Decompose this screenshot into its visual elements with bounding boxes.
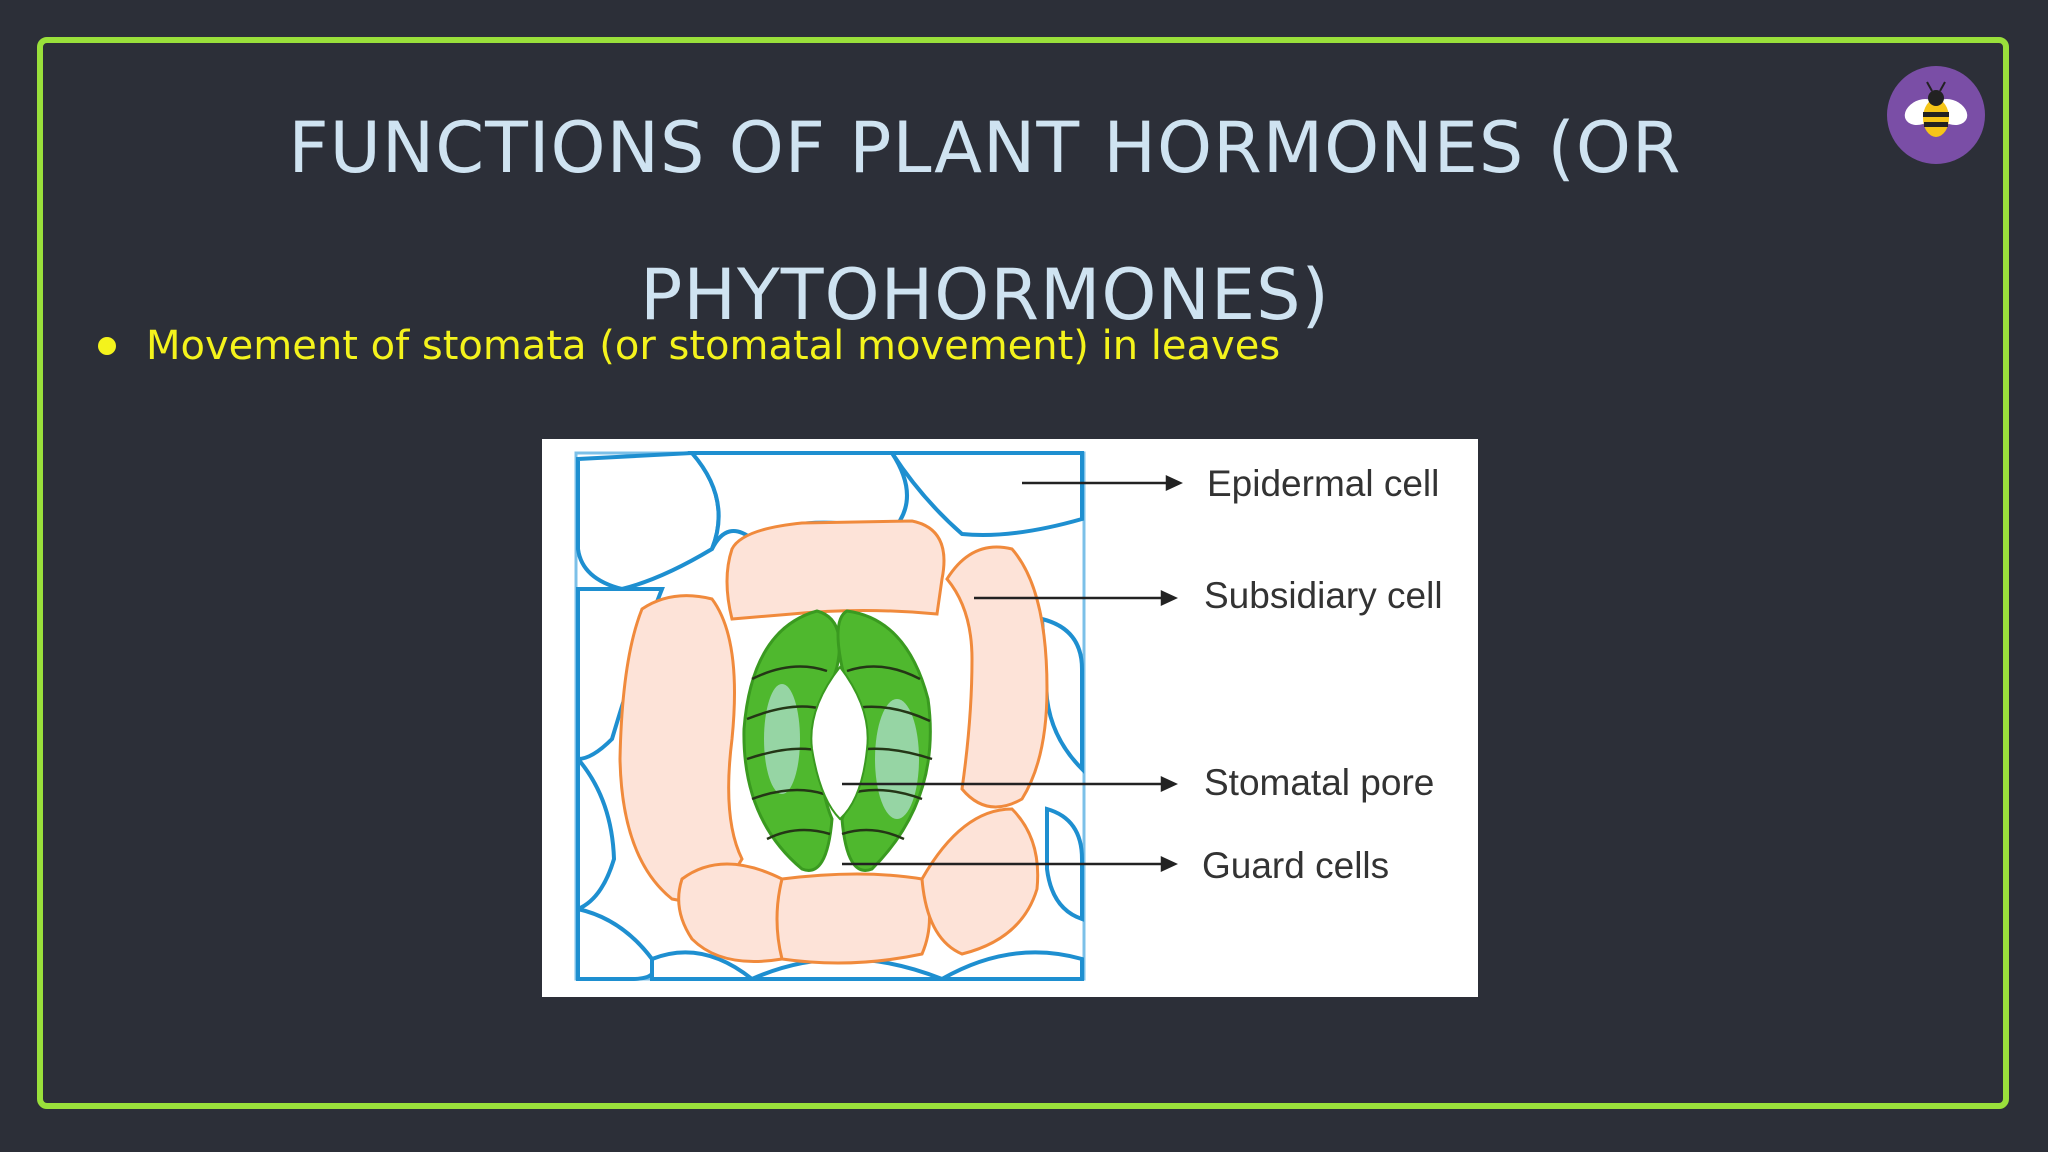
stomata-diagram-svg: Epidermal cell Subsidiary cell Stomatal … bbox=[574, 450, 1443, 981]
label-epidermal-cell: Epidermal cell bbox=[1207, 463, 1439, 504]
subsidiary-cells bbox=[618, 519, 1049, 965]
stomata-diagram: Epidermal cell Subsidiary cell Stomatal … bbox=[542, 439, 1478, 997]
slide-frame bbox=[37, 37, 2009, 1109]
label-guard-cells: Guard cells bbox=[1202, 845, 1389, 886]
bullet-dot-icon bbox=[98, 337, 116, 355]
stomatal-pore bbox=[810, 665, 869, 821]
pointer-arrows bbox=[842, 475, 1183, 872]
bullet-text: Movement of stomata (or stomatal movemen… bbox=[146, 323, 1281, 369]
slide-title-line-2: PHYTOHORMONES) bbox=[640, 254, 1330, 336]
label-stomatal-pore: Stomatal pore bbox=[1204, 762, 1434, 803]
bullet-item: Movement of stomata (or stomatal movemen… bbox=[98, 318, 1280, 374]
slide-title-line-1: FUNCTIONS OF PLANT HORMONES (OR bbox=[288, 107, 1682, 189]
label-subsidiary-cell: Subsidiary cell bbox=[1204, 575, 1443, 616]
guard-cells bbox=[742, 609, 933, 872]
bee-icon bbox=[1904, 81, 1968, 137]
bee-logo bbox=[1887, 66, 1985, 164]
